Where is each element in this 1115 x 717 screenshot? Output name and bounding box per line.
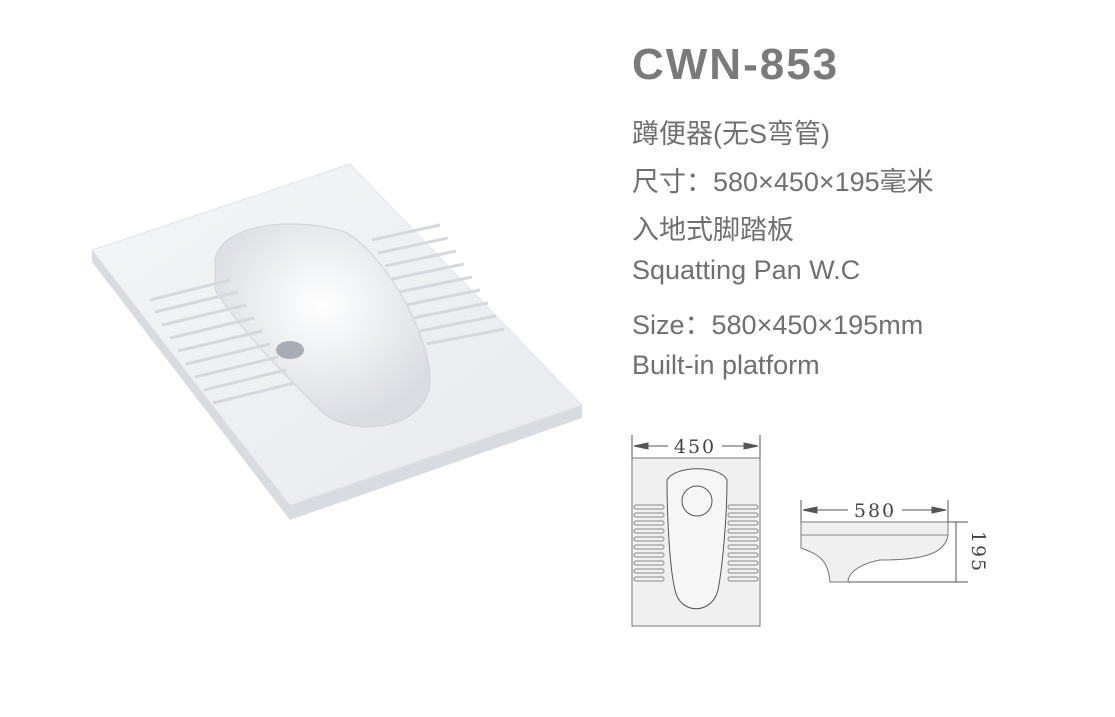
spec-line-size-cn: 尺寸：580×450×195毫米: [632, 167, 934, 197]
spec-line-platform-cn: 入地式脚踏板: [632, 215, 794, 245]
spec-line-platform-en: Built-in platform: [632, 350, 820, 380]
height-dimension: 195: [967, 531, 989, 573]
spec-line-name-cn: 蹲便器(无S弯管): [632, 119, 830, 149]
drain-hole: [276, 341, 304, 359]
length-dimension: 580: [854, 500, 896, 522]
model-number: CWN-853: [632, 40, 840, 89]
foot-ridges: [149, 223, 505, 405]
bowl: [214, 223, 431, 428]
width-dimension: 450: [674, 436, 716, 458]
spec-line-size-en: Size：580×450×195mm: [632, 310, 924, 340]
slab-edge: [92, 250, 582, 520]
spec-line-name-en: Squatting Pan W.C: [632, 255, 861, 285]
top-view-drawing: [631, 435, 761, 627]
side-view-drawing: [800, 500, 968, 583]
